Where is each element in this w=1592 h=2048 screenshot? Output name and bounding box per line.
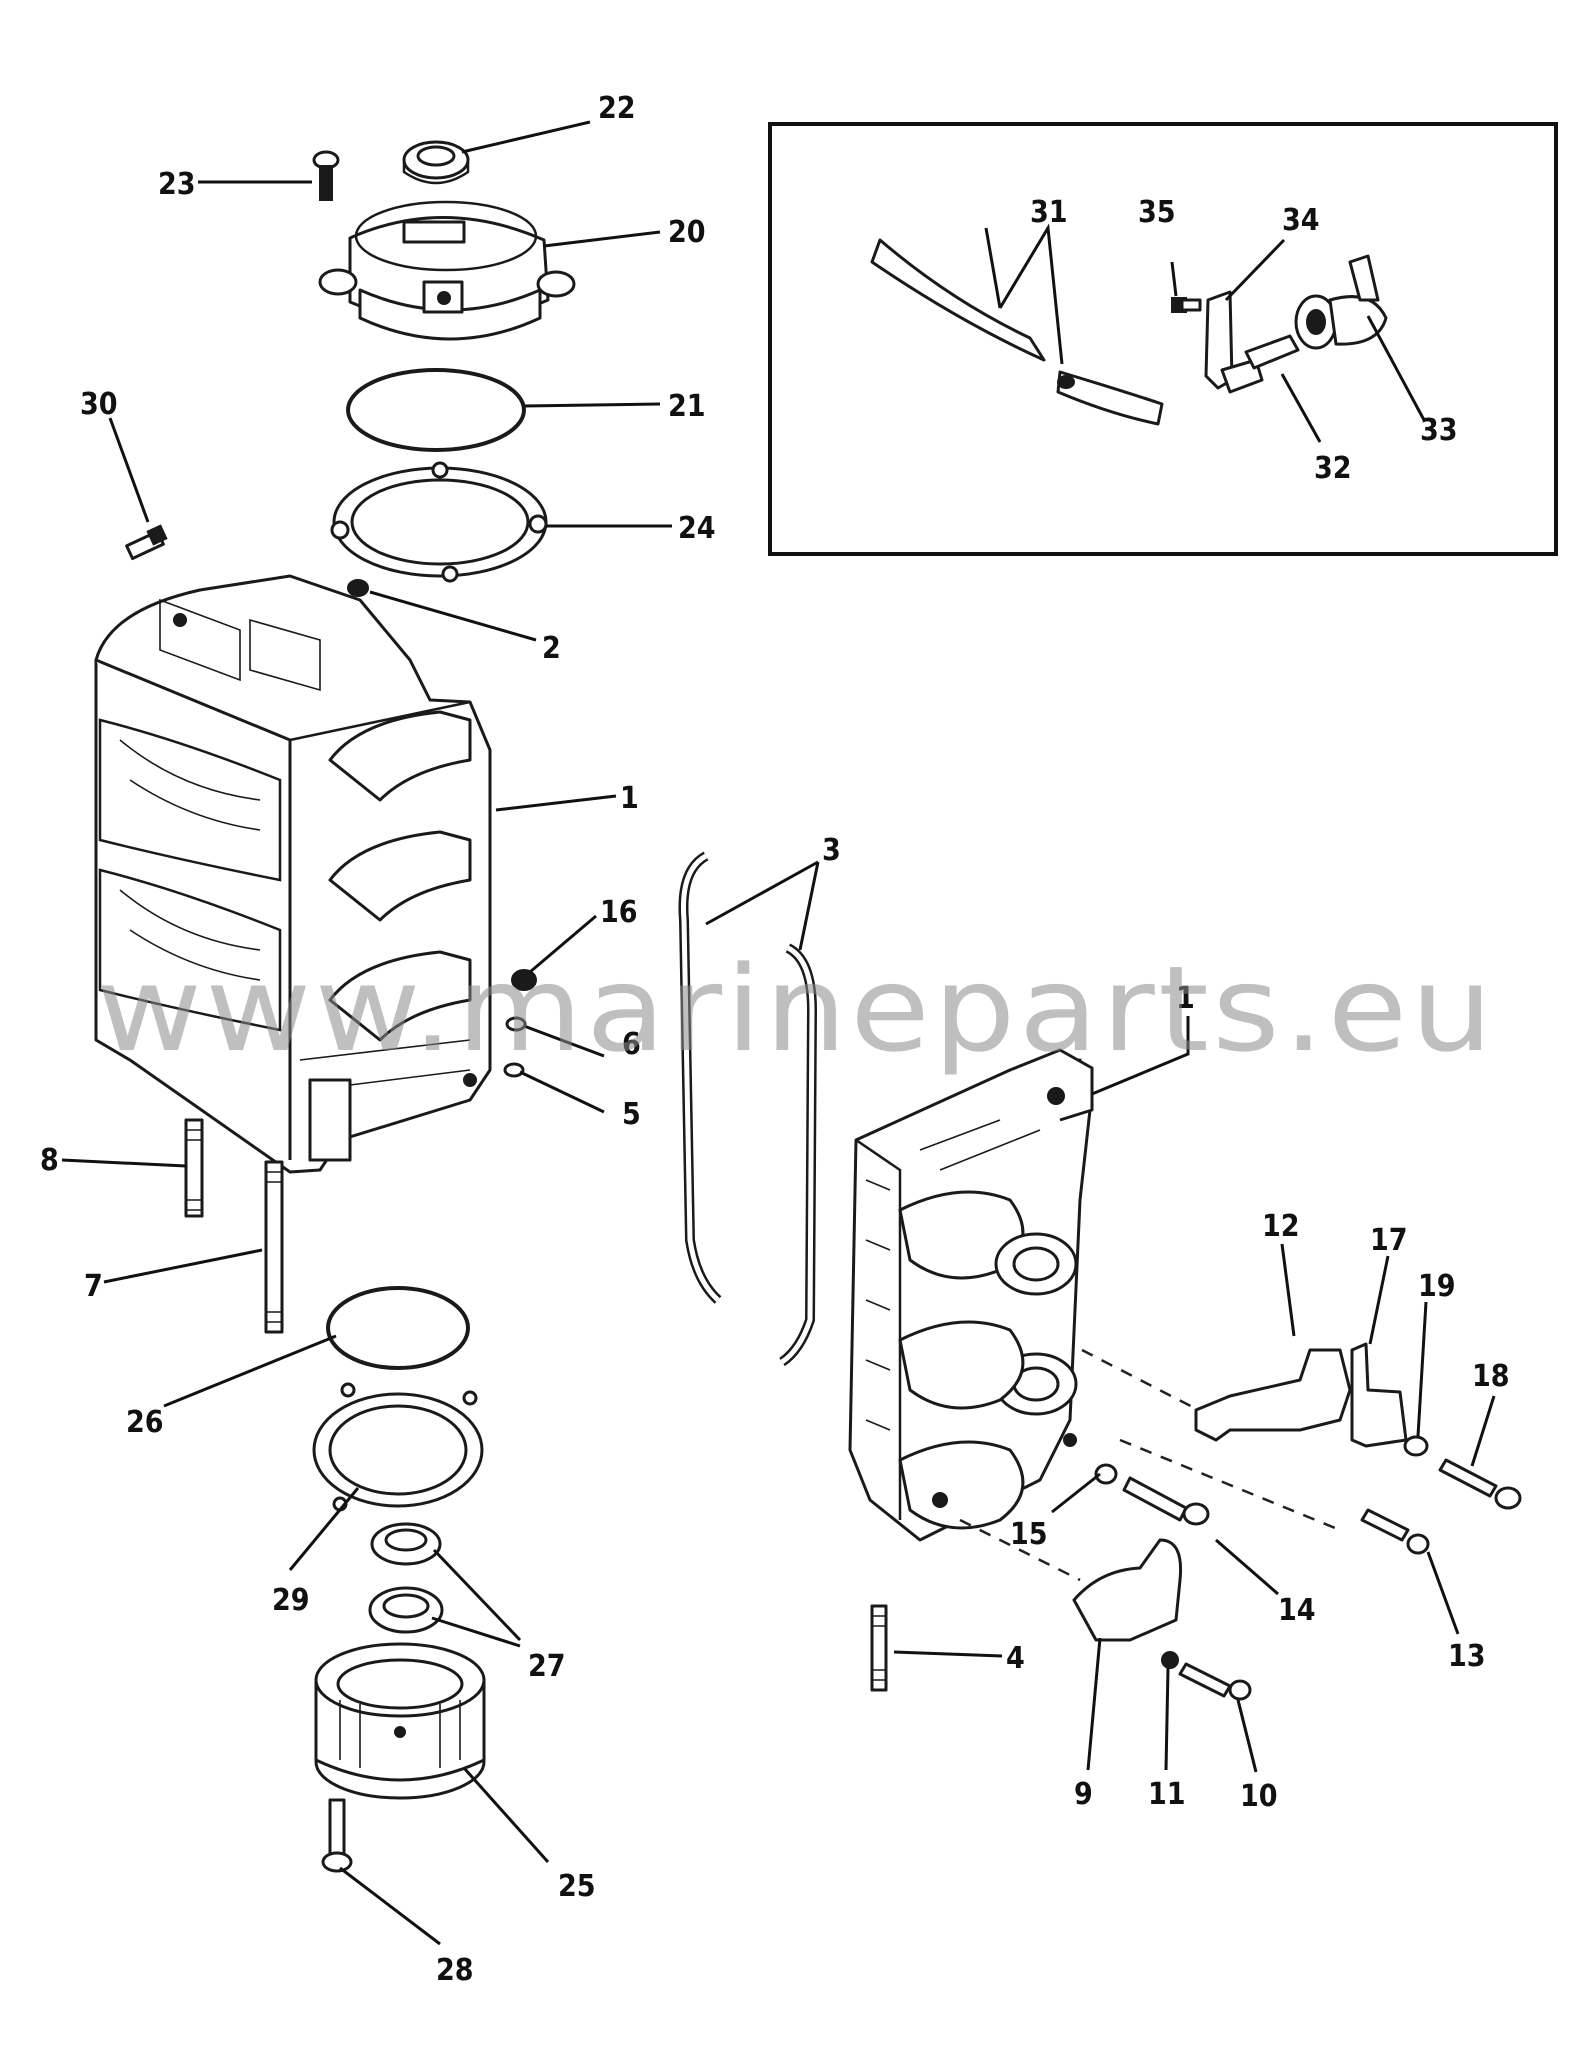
- assembly-line-9: [959, 1518, 1081, 1582]
- callout-19: 19: [1418, 1269, 1456, 1304]
- part-17-bracket: [1350, 1342, 1408, 1448]
- callout-1-cover: 1: [1176, 981, 1195, 1016]
- part-8-stud: [184, 1118, 204, 1218]
- callout-labels: 22 23 20 21 24 30 2 1 16 6 5 8 7 26 29 2…: [40, 91, 1510, 1988]
- callout-27: 27: [528, 1649, 566, 1684]
- callout-18: 18: [1472, 1359, 1510, 1394]
- callout-23: 23: [158, 167, 196, 202]
- part-34-bracket-tab: [1220, 358, 1264, 394]
- callout-33: 33: [1420, 413, 1458, 448]
- callout-4: 4: [1006, 1641, 1025, 1676]
- callout-20: 20: [668, 215, 706, 250]
- callout-29: 29: [272, 1583, 310, 1618]
- callout-7: 7: [84, 1269, 103, 1304]
- part-7-stud: [264, 1160, 284, 1334]
- part-24-gasket: [330, 461, 548, 583]
- callout-10: 10: [1240, 1779, 1278, 1814]
- part-19-washer: [1403, 1435, 1429, 1457]
- part-4-stud: [870, 1604, 888, 1692]
- part-20-upper-end-cap: [318, 200, 576, 341]
- part-5-pin: [503, 1062, 525, 1078]
- part-23-bolt: [312, 150, 340, 201]
- callout-16: 16: [600, 895, 638, 930]
- callout-34: 34: [1282, 203, 1320, 238]
- callout-5: 5: [622, 1097, 641, 1132]
- part-29-gasket: [312, 1382, 484, 1512]
- callout-1-block: 1: [620, 781, 639, 816]
- part-28-screw: [321, 1798, 353, 1873]
- part-10-bolt: [1178, 1662, 1252, 1701]
- part-1-crankcase-cover: [848, 1048, 1094, 1542]
- part-31-hose-upper: [870, 238, 1046, 362]
- callout-6: 6: [622, 1027, 641, 1062]
- callout-28: 28: [436, 1953, 474, 1988]
- callout-24: 24: [678, 511, 716, 546]
- part-9-bracket: [1072, 1538, 1183, 1642]
- callout-32: 32: [1314, 451, 1352, 486]
- callout-21: 21: [668, 389, 706, 424]
- callout-14: 14: [1278, 1593, 1316, 1628]
- callout-25: 25: [558, 1869, 596, 1904]
- part-26-o-ring: [326, 1286, 470, 1370]
- part-33-fitting: [1294, 254, 1388, 350]
- assembly-line-12: [1081, 1348, 1211, 1418]
- part-27-seal-upper: [370, 1522, 442, 1566]
- callout-9: 9: [1074, 1777, 1093, 1812]
- callout-8: 8: [40, 1143, 59, 1178]
- part-14-bolt: [1122, 1476, 1210, 1526]
- part-21-o-ring: [346, 368, 526, 452]
- callout-11: 11: [1148, 1777, 1186, 1812]
- callout-2: 2: [542, 631, 561, 666]
- callout-15: 15: [1010, 1517, 1048, 1552]
- part-31-fitting: [1057, 375, 1075, 389]
- callout-13: 13: [1448, 1639, 1486, 1674]
- callout-35: 35: [1138, 195, 1176, 230]
- part-32-pin: [1244, 334, 1300, 370]
- callout-3: 3: [822, 833, 841, 868]
- part-13-bolt: [1360, 1508, 1430, 1555]
- callout-22: 22: [598, 91, 636, 126]
- part-27-seal-lower: [368, 1586, 444, 1634]
- part-30-fitting: [125, 524, 168, 561]
- callout-17: 17: [1370, 1223, 1408, 1258]
- callout-12: 12: [1262, 1209, 1300, 1244]
- part-2-plug: [347, 579, 369, 597]
- part-15-washer: [1094, 1463, 1118, 1485]
- part-18-bolt: [1438, 1458, 1522, 1510]
- callout-26: 26: [126, 1405, 164, 1440]
- leader-lines: [61, 120, 1496, 1946]
- part-12-bracket: [1194, 1348, 1352, 1442]
- inset-detail: [768, 122, 1558, 556]
- inset-frame: [768, 122, 1558, 556]
- part-35-screw: [1171, 297, 1202, 313]
- assembly-line-13: [1119, 1438, 1341, 1532]
- part-34-bracket: [1204, 290, 1234, 390]
- part-1-cylinder-block: [94, 574, 492, 1174]
- part-6-washer: [505, 1016, 527, 1032]
- watermark-text: www.marineparts.eu: [96, 940, 1496, 1078]
- part-16-nut: [511, 969, 537, 991]
- part-11-washer: [1161, 1651, 1179, 1669]
- part-31-hose-lower: [1056, 370, 1164, 426]
- part-22-seal: [402, 140, 470, 185]
- callout-30: 30: [80, 387, 118, 422]
- callout-31: 31: [1030, 195, 1068, 230]
- part-25-lower-end-cap: [314, 1642, 486, 1800]
